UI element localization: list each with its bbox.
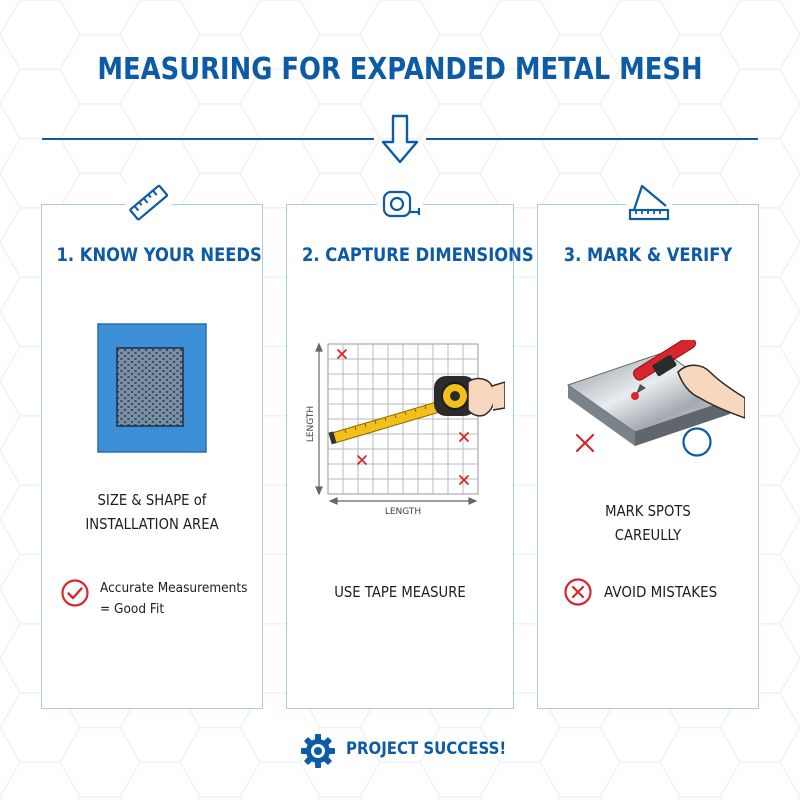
step-3-title: 3. MARK & VERIFY bbox=[563, 244, 733, 266]
step-2-title: 2. CAPTURE DIMENSIONS bbox=[301, 244, 534, 266]
footer: PROJECT SUCCESS! bbox=[300, 733, 520, 769]
hand bbox=[467, 377, 505, 417]
mark-plate-illustration bbox=[566, 340, 745, 446]
step-3-note: AVOID MISTAKES bbox=[604, 583, 718, 601]
title-divider bbox=[42, 114, 758, 164]
marker-pen bbox=[633, 340, 696, 394]
gear-icon bbox=[301, 734, 335, 768]
tape-measure-icon bbox=[377, 180, 423, 226]
step-1-caption: SIZE & SHAPE of INSTALLATION AREA bbox=[85, 491, 219, 533]
check-circle-icon bbox=[61, 579, 89, 607]
square-ruler-icon bbox=[626, 180, 672, 226]
horizontal-length-label: LENGTH bbox=[385, 507, 421, 517]
step-1-note: Accurate Measurements = Good Fit bbox=[100, 580, 248, 617]
x-marks bbox=[337, 349, 469, 485]
step-1-title: 1. KNOW YOUR NEEDS bbox=[56, 244, 262, 266]
page-title: MEASURING FOR EXPANDED METAL MESH bbox=[97, 52, 703, 87]
x-circle-icon bbox=[564, 578, 592, 606]
down-arrow-icon bbox=[381, 114, 419, 164]
footer-label: PROJECT SUCCESS! bbox=[346, 739, 507, 759]
step-3-caption: MARK SPOTS CAREULLY bbox=[605, 502, 691, 544]
ruler-icon bbox=[126, 180, 172, 226]
vertical-length-label: LENGTH bbox=[306, 406, 316, 442]
circle-mark-icon bbox=[682, 427, 712, 457]
mesh-panel-illustration bbox=[97, 323, 207, 453]
tape-grid-illustration: LENGTH LENGTH bbox=[306, 342, 505, 517]
step-card-3 bbox=[537, 204, 759, 709]
x-mark-icon bbox=[575, 433, 595, 453]
step-2-caption: USE TAPE MEASURE bbox=[334, 583, 466, 601]
hand bbox=[677, 364, 745, 419]
step-card-1 bbox=[41, 204, 263, 709]
